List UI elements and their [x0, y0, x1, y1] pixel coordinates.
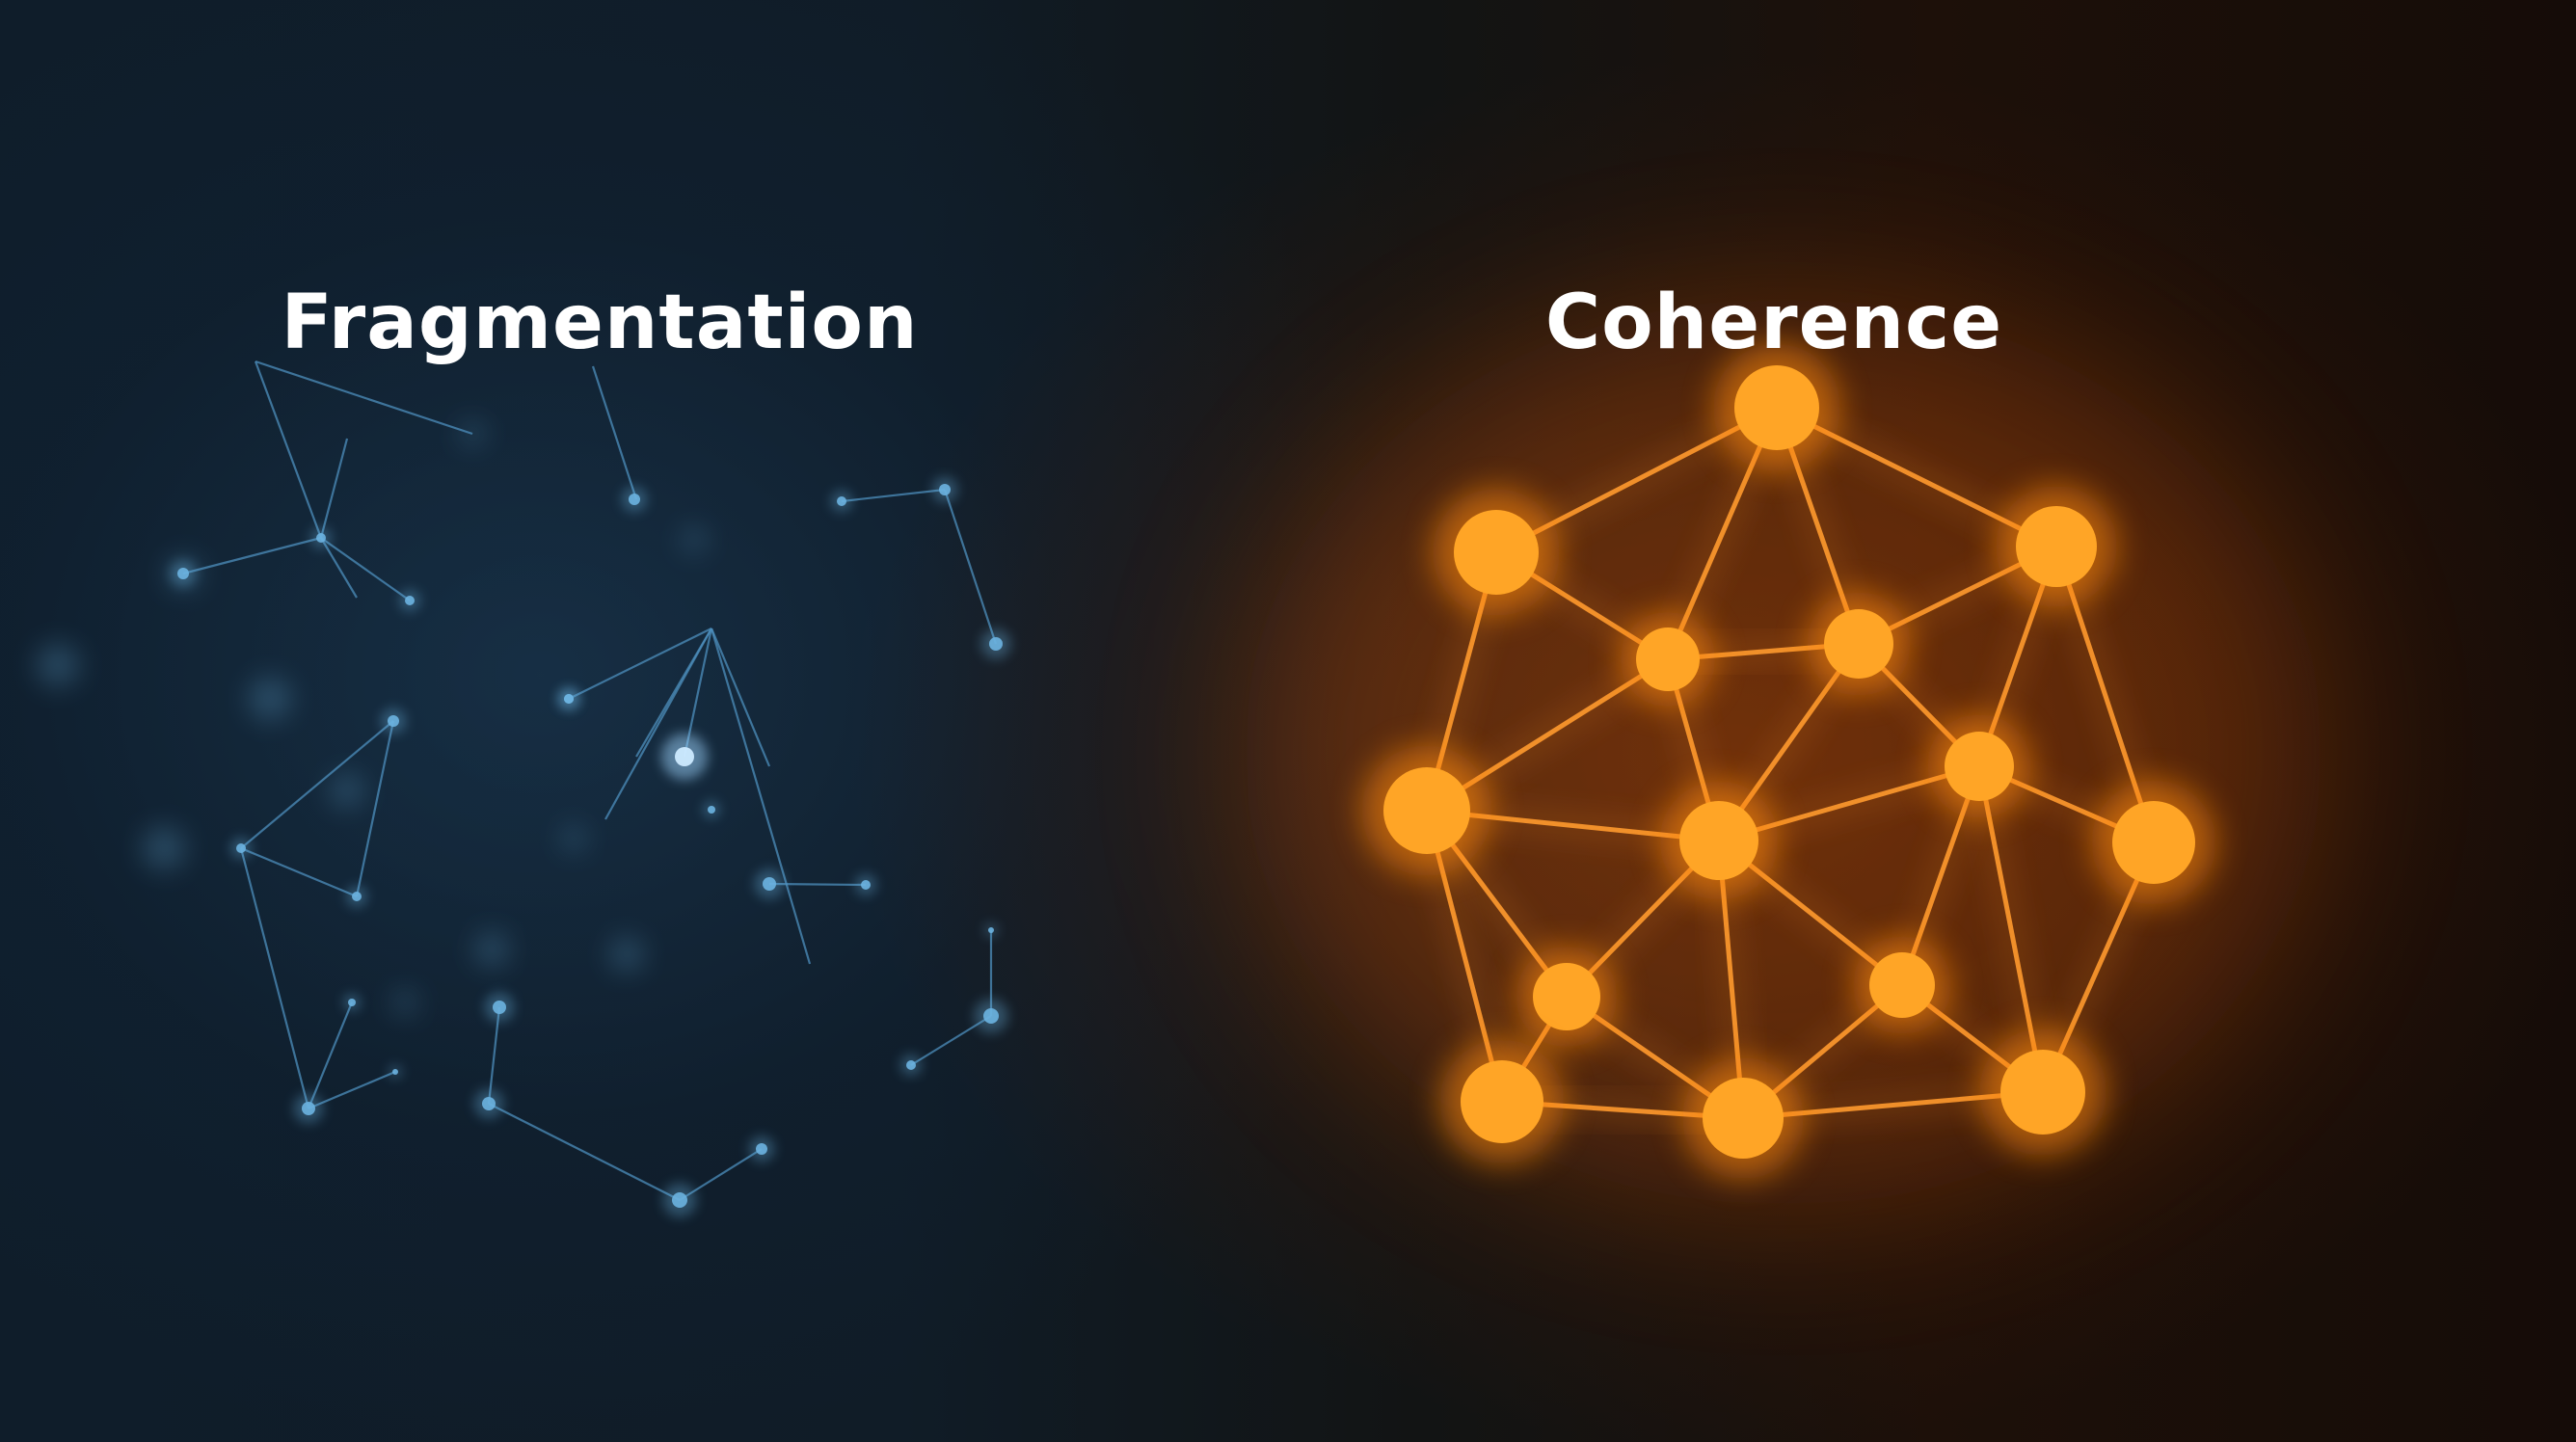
fragment-node	[388, 715, 399, 727]
fragment-node	[493, 1001, 506, 1014]
coherence-title: Coherence	[1544, 280, 2003, 366]
fragment-node	[316, 533, 326, 543]
coherence-node-lr	[1869, 952, 1935, 1018]
fragment-link	[710, 628, 771, 767]
fragment-link	[319, 438, 349, 539]
fragment-node	[302, 1102, 315, 1115]
fragment-node	[837, 496, 846, 506]
haze-node	[249, 678, 291, 720]
fragment-hub-node	[675, 747, 694, 766]
fragment-link	[307, 1001, 354, 1109]
fragment-node	[177, 568, 189, 579]
coherence-node-top	[1734, 365, 1819, 450]
coherence-node-im1	[1636, 628, 1700, 691]
fragment-link	[487, 1006, 501, 1105]
fragment-link	[841, 488, 946, 503]
coherence-node-c	[1679, 801, 1758, 880]
fragment-node	[861, 880, 871, 890]
fragment-link	[710, 628, 812, 965]
coherence-node-br	[2000, 1050, 2085, 1135]
fragment-node	[756, 1143, 767, 1155]
fragment-link	[254, 360, 323, 539]
fragmentation-title: Fragmentation	[281, 280, 919, 366]
fragment-node	[906, 1060, 916, 1070]
fragment-link	[355, 720, 395, 897]
fragment-node	[352, 892, 362, 901]
haze-node	[393, 991, 416, 1014]
fragment-node	[988, 927, 994, 933]
haze-node	[37, 644, 79, 686]
fragment-node	[989, 637, 1003, 651]
fragment-node	[236, 843, 246, 853]
fragment-link	[768, 882, 867, 887]
haze-node	[610, 938, 643, 971]
haze-node	[143, 827, 185, 869]
coherence-node-ll	[1533, 963, 1600, 1030]
fragment-link	[320, 537, 411, 601]
fragment-node	[564, 694, 574, 704]
fragment-link	[255, 360, 473, 436]
coherence-node-rm	[1945, 732, 2014, 801]
fragment-link	[568, 628, 712, 700]
coherence-node-im2	[1824, 609, 1893, 679]
fragment-link	[488, 1103, 681, 1201]
fragment-node	[629, 494, 640, 505]
fragment-node	[392, 1069, 398, 1075]
coherence-node-ur	[2016, 506, 2097, 587]
fragment-node	[482, 1097, 496, 1110]
haze-node	[562, 827, 585, 850]
haze-node	[683, 528, 706, 551]
fragment-link	[182, 536, 322, 575]
coherence-node-l	[1383, 767, 1470, 854]
fragment-node	[672, 1192, 687, 1208]
fragment-link	[240, 846, 358, 898]
coherence-node-bc	[1703, 1078, 1784, 1159]
haze-node	[475, 933, 508, 966]
fragment-node	[939, 484, 951, 495]
fragment-link	[943, 489, 998, 645]
coherence-node-r	[2112, 801, 2195, 884]
fragment-link	[635, 628, 712, 758]
fragment-link	[239, 847, 310, 1109]
fragment-node	[348, 999, 356, 1006]
fragment-node	[983, 1008, 999, 1024]
fragment-link	[308, 1070, 396, 1110]
coherence-node-bl	[1461, 1060, 1543, 1143]
fragment-link	[591, 365, 638, 500]
fragment-node	[763, 877, 776, 891]
fragment-node	[405, 596, 415, 605]
fragment-link	[240, 720, 394, 849]
coherence-node-ul	[1454, 510, 1539, 595]
fragment-node	[708, 806, 715, 814]
haze-node	[331, 774, 363, 807]
fragment-link	[320, 537, 358, 599]
